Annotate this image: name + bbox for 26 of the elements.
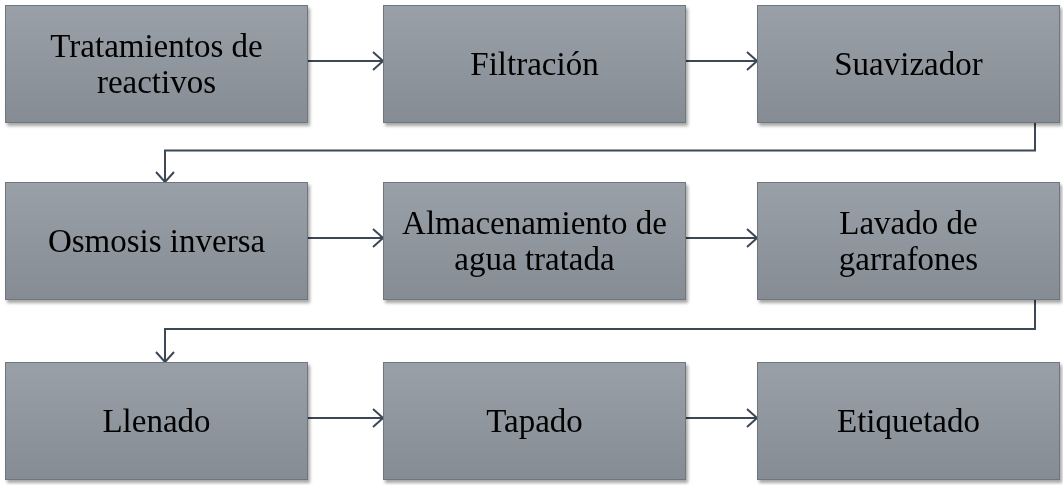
process-box <box>383 5 686 123</box>
step-label: Etiquetado <box>836 402 981 440</box>
process-box <box>5 182 308 300</box>
arrow <box>307 228 384 248</box>
step-label: Lavado de garrafones <box>837 204 980 278</box>
arrow <box>307 408 384 428</box>
step-label: Suavizador <box>833 45 984 83</box>
process-box <box>383 362 686 480</box>
arrow <box>685 408 758 428</box>
step-label: Tratamientos de reactivos <box>49 27 264 101</box>
process-box <box>757 182 1060 300</box>
process-box <box>757 362 1060 480</box>
arrow <box>685 51 758 71</box>
process-box <box>5 5 308 123</box>
step-label: Osmosis inversa <box>46 222 267 260</box>
process-box <box>383 182 686 300</box>
arrow <box>685 228 758 248</box>
step-label: Llenado <box>101 402 212 440</box>
step-label: Almacenamiento de agua tratada <box>401 204 668 278</box>
process-box <box>5 362 308 480</box>
process-box <box>757 5 1060 123</box>
step-label: Filtración <box>469 45 600 83</box>
arrow <box>155 122 1036 183</box>
arrow <box>155 299 1036 363</box>
step-label: Tapado <box>485 402 584 440</box>
arrow <box>307 51 384 71</box>
